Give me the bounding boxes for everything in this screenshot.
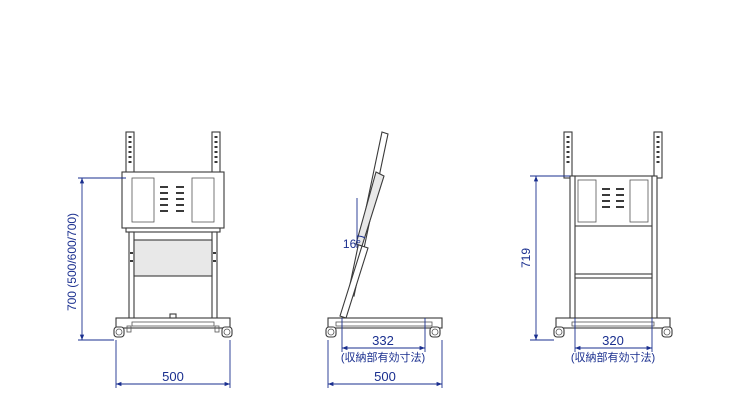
base-frame	[115, 317, 231, 329]
side-caster-rear	[429, 326, 441, 338]
storage-panel	[133, 239, 213, 277]
right-post-lower	[211, 231, 218, 323]
side-depth-label: 500	[374, 369, 396, 384]
rear-caster-right	[661, 326, 673, 338]
front-width-label: 500	[162, 369, 184, 384]
left-post-lower	[128, 231, 135, 323]
rear-right-post-lower	[651, 175, 658, 323]
side-base	[327, 317, 443, 329]
angle-arc	[356, 235, 366, 239]
plate-cutout-left	[131, 177, 155, 223]
rear-left-post-upper	[563, 131, 573, 179]
rear-view: 719 320 (収納部有効寸法)	[519, 131, 673, 364]
rear-caster-left	[553, 326, 565, 338]
plate-bottom-bar	[125, 227, 221, 233]
rear-left-post-lower	[569, 175, 576, 323]
front-view: 700 (500/600/700) 500	[65, 131, 233, 388]
center-bracket	[169, 313, 177, 319]
side-storage-label: 332	[372, 333, 394, 348]
plate-vents	[160, 186, 184, 212]
rear-base	[555, 317, 671, 329]
plate-cutout-right	[191, 177, 215, 223]
rear-storage-note: (収納部有効寸法)	[571, 350, 655, 364]
caster-right	[221, 326, 233, 338]
side-view: 16° 332 (収納部有効寸法) 500	[325, 131, 443, 388]
base-tray	[131, 321, 215, 327]
side-storage-note: (収納部有効寸法)	[341, 350, 425, 364]
angle-label: 16°	[343, 237, 361, 251]
rear-height-label: 719	[519, 248, 533, 268]
lower-post-holes	[130, 252, 216, 262]
rear-shelf-bar	[574, 273, 653, 279]
rear-mounting-plate	[571, 175, 655, 227]
post-holes	[128, 136, 218, 163]
mounting-plate	[121, 171, 225, 229]
display-bracket	[355, 171, 385, 247]
rear-right-post-upper	[653, 131, 663, 179]
side-column	[339, 245, 369, 319]
front-height-label: 700 (500/600/700)	[65, 213, 79, 311]
side-caster-front	[325, 326, 337, 338]
rear-storage-label: 320	[602, 333, 624, 348]
caster-left	[113, 326, 125, 338]
